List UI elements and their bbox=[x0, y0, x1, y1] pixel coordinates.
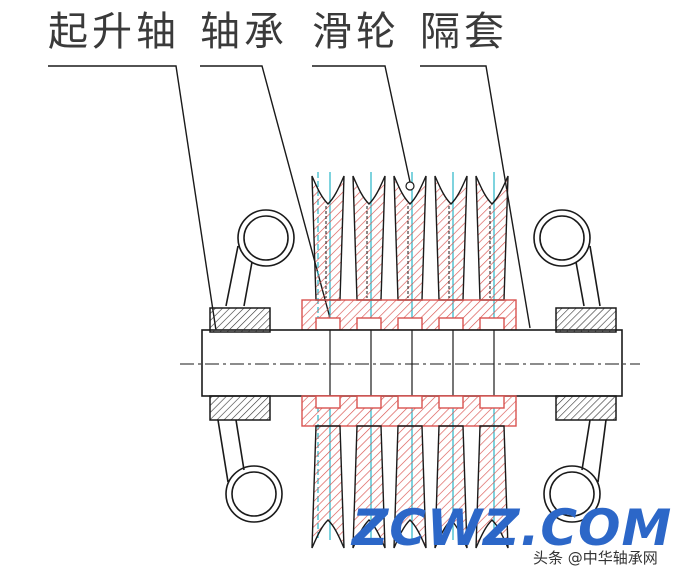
sheave-3-upper bbox=[393, 175, 427, 301]
leader-lines bbox=[48, 65, 531, 371]
pulley-sheaves-upper bbox=[311, 175, 509, 301]
pulley-sheaves-lower bbox=[311, 425, 509, 549]
bearing-2-upper bbox=[356, 317, 382, 331]
sheave-1-lower bbox=[311, 425, 345, 549]
bearing-1-lower bbox=[315, 395, 341, 409]
right-lower-ring-inner bbox=[549, 471, 595, 517]
source-credit: 头条 @中华轴承网 bbox=[533, 549, 658, 567]
left-lower-ring-inner bbox=[231, 471, 277, 517]
right-upper-ring-inner bbox=[539, 215, 585, 261]
left-lower-ring bbox=[225, 465, 283, 523]
leader-bearing bbox=[200, 65, 331, 319]
label-spacer: 隔套 bbox=[420, 9, 508, 55]
leader-pulley bbox=[312, 65, 411, 183]
right-support-upper bbox=[555, 307, 617, 333]
right-support-lower bbox=[555, 395, 617, 421]
end-supports bbox=[209, 307, 617, 421]
bearing-5-lower bbox=[479, 395, 505, 409]
sheave-4-lower bbox=[434, 425, 468, 549]
sheave-5-lower bbox=[475, 425, 509, 549]
bearing-3-upper bbox=[397, 317, 423, 331]
pulley-groove-marker bbox=[405, 181, 415, 191]
bearing-4-lower bbox=[438, 395, 464, 409]
sheave-2-lower bbox=[352, 425, 386, 549]
left-support-lower bbox=[209, 395, 271, 421]
bearing-5-upper bbox=[479, 317, 505, 331]
sheave-5-upper bbox=[475, 175, 509, 301]
hub-upper bbox=[301, 299, 517, 331]
label-pulley: 滑轮 bbox=[312, 9, 400, 55]
bearing-1-upper bbox=[315, 317, 341, 331]
left-upper-ring bbox=[237, 209, 295, 267]
hub-lower bbox=[301, 395, 517, 427]
bearing-4-upper bbox=[438, 317, 464, 331]
bearing-2-lower bbox=[356, 395, 382, 409]
right-upper-ring bbox=[533, 209, 591, 267]
sheave-4-upper bbox=[434, 175, 468, 301]
watermark-logo: ZCWZ.COM bbox=[352, 499, 673, 557]
leader-spacer bbox=[420, 65, 531, 329]
left-upper-ring-inner bbox=[243, 215, 289, 261]
hoist-shaft bbox=[180, 329, 640, 397]
right-lower-ring bbox=[543, 465, 601, 523]
lifting-lugs bbox=[217, 209, 607, 523]
label-hoist-shaft: 起升轴 bbox=[48, 9, 180, 55]
sheave-1-upper bbox=[311, 175, 345, 301]
leader-hoist-shaft bbox=[48, 65, 223, 371]
sheave-3-lower bbox=[393, 425, 427, 549]
bearing-3-lower bbox=[397, 395, 423, 409]
sheave-webs-upper bbox=[325, 206, 491, 298]
label-bearing: 轴承 bbox=[200, 9, 288, 55]
sheave-2-upper bbox=[352, 175, 386, 301]
left-support-upper bbox=[209, 307, 271, 333]
